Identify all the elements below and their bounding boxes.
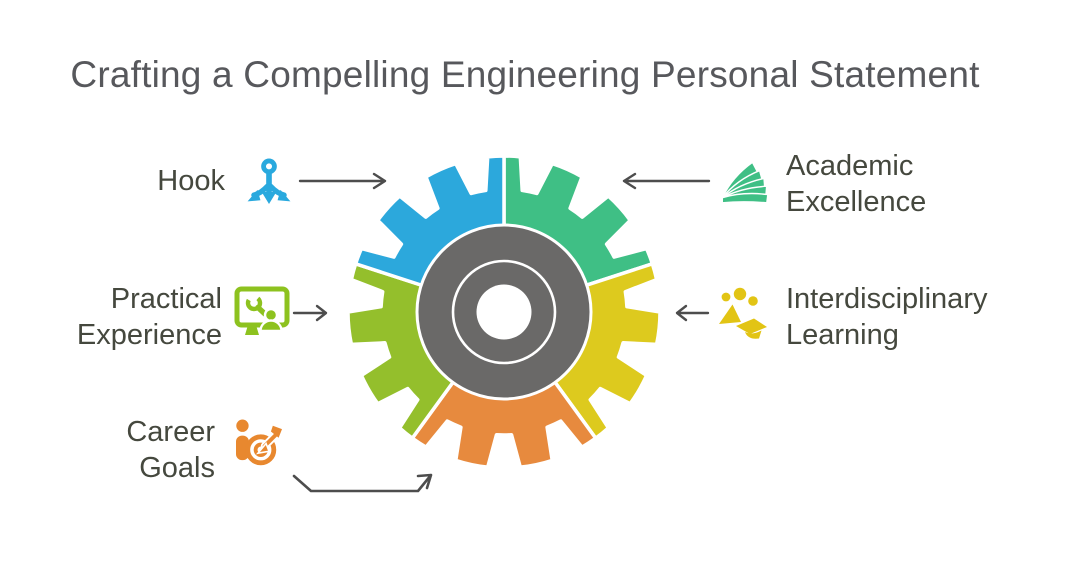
label-interdisciplinary-line1: Interdisciplinary: [786, 283, 988, 315]
anchor-icon: [246, 158, 292, 205]
label-career-goals: Career Goals: [35, 414, 215, 486]
page-title: Crafting a Compelling Engineering Person…: [70, 54, 980, 95]
gear-hub-hole: [476, 284, 532, 340]
practical-arrow: [292, 302, 330, 324]
person-target-dart-icon: [228, 417, 282, 473]
label-career-line1: Career: [126, 416, 215, 448]
label-hook: Hook: [45, 163, 225, 199]
interdisciplinary-arrow: [674, 302, 710, 324]
monitor-wrench-person-icon: [234, 284, 290, 340]
label-interdisciplinary-learning: Interdisciplinary Learning: [786, 281, 987, 353]
label-practical-line2: Experience: [76, 319, 222, 351]
label-practical-experience: Practical Experience: [42, 281, 222, 353]
label-practical-line1: Practical: [110, 283, 222, 315]
label-career-line2: Goals: [139, 452, 215, 484]
graduation-cap-icon: [711, 287, 767, 343]
label-academic-line2: Excellence: [786, 186, 927, 218]
career-arrow: [288, 467, 438, 497]
gear-hub-ring: [451, 259, 557, 365]
gear-diagram: [346, 154, 662, 469]
book-pages-icon: [714, 152, 772, 204]
label-academic-excellence: Academic Excellence: [786, 148, 926, 220]
label-academic-line1: Academic: [786, 150, 914, 182]
label-hook-text: Hook: [157, 165, 225, 197]
academic-arrow: [621, 170, 711, 192]
label-interdisciplinary-line2: Learning: [786, 319, 899, 351]
hook-arrow: [298, 170, 390, 192]
